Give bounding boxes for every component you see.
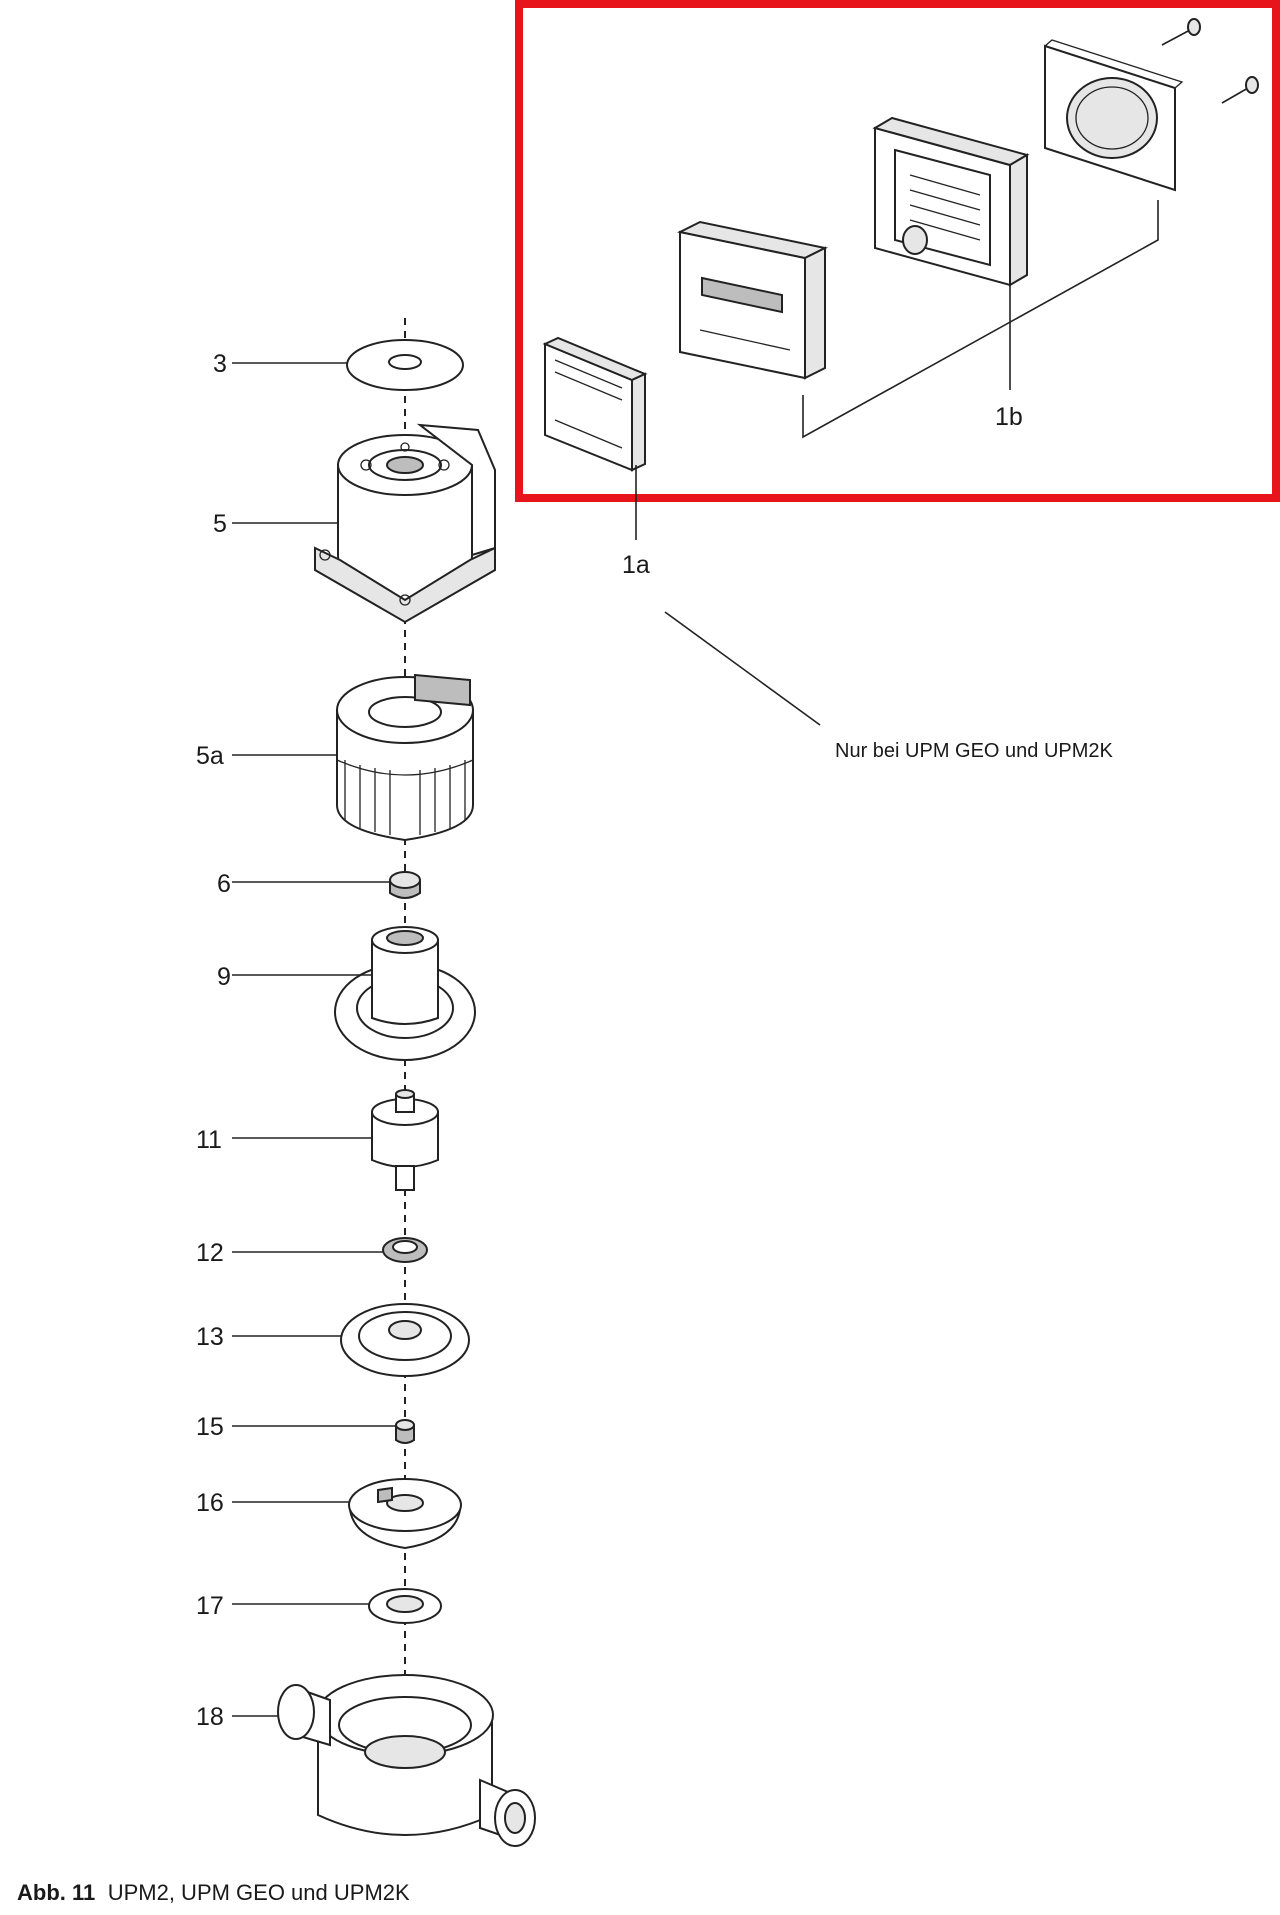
part-6-nut [389, 871, 421, 899]
caption-text: UPM2, UPM GEO und UPM2K [108, 1880, 410, 1905]
part-18-pump-housing [277, 1674, 536, 1847]
part-12-bearing [382, 1237, 428, 1263]
part-1b-control-box-front [676, 220, 829, 380]
part-5-stator-housing [314, 423, 496, 624]
label-part-13: 13 [196, 1323, 224, 1351]
part-1b-screw-1 [1161, 18, 1201, 46]
note-leader [664, 611, 821, 726]
part-17-seal-ring [368, 1588, 442, 1624]
part-1b-cover-plate [1044, 39, 1184, 192]
label-part-12: 12 [196, 1239, 224, 1267]
label-part-5: 5 [213, 510, 227, 538]
part-13-bearing-plate [340, 1303, 470, 1377]
leader-lines [232, 362, 396, 1717]
label-part-1b: 1b [995, 403, 1023, 431]
part-1a-connector-module [542, 336, 648, 472]
label-part-17: 17 [196, 1592, 224, 1620]
label-part-3: 3 [213, 350, 227, 378]
part-1b-control-box-base [872, 116, 1030, 287]
part-16-impeller [348, 1478, 462, 1550]
label-part-11: 11 [196, 1126, 222, 1154]
note-text: Nur bei UPM GEO und UPM2K [835, 740, 1114, 762]
part-11-rotor [371, 1089, 439, 1191]
label-part-6: 6 [217, 870, 231, 898]
part-15-impeller-nut [395, 1419, 415, 1444]
label-part-5a: 5a [196, 742, 224, 770]
part-5a-stator-winding [336, 673, 474, 842]
figure-caption: Abb. 11 UPM2, UPM GEO und UPM2K [17, 1880, 410, 1905]
part-3-washer [346, 339, 464, 391]
label-part-16: 16 [196, 1489, 224, 1517]
label-part-1a: 1a [622, 551, 650, 579]
part-9-rotor-can [334, 926, 476, 1061]
caption-number: Abb. 11 [17, 1880, 95, 1905]
label-part-9: 9 [217, 963, 231, 991]
label-part-18: 18 [196, 1703, 224, 1731]
highlight-frame [515, 0, 1280, 502]
label-part-15: 15 [196, 1413, 224, 1441]
group-line-1b [802, 200, 1159, 439]
part-1b-screw-2 [1221, 76, 1259, 104]
